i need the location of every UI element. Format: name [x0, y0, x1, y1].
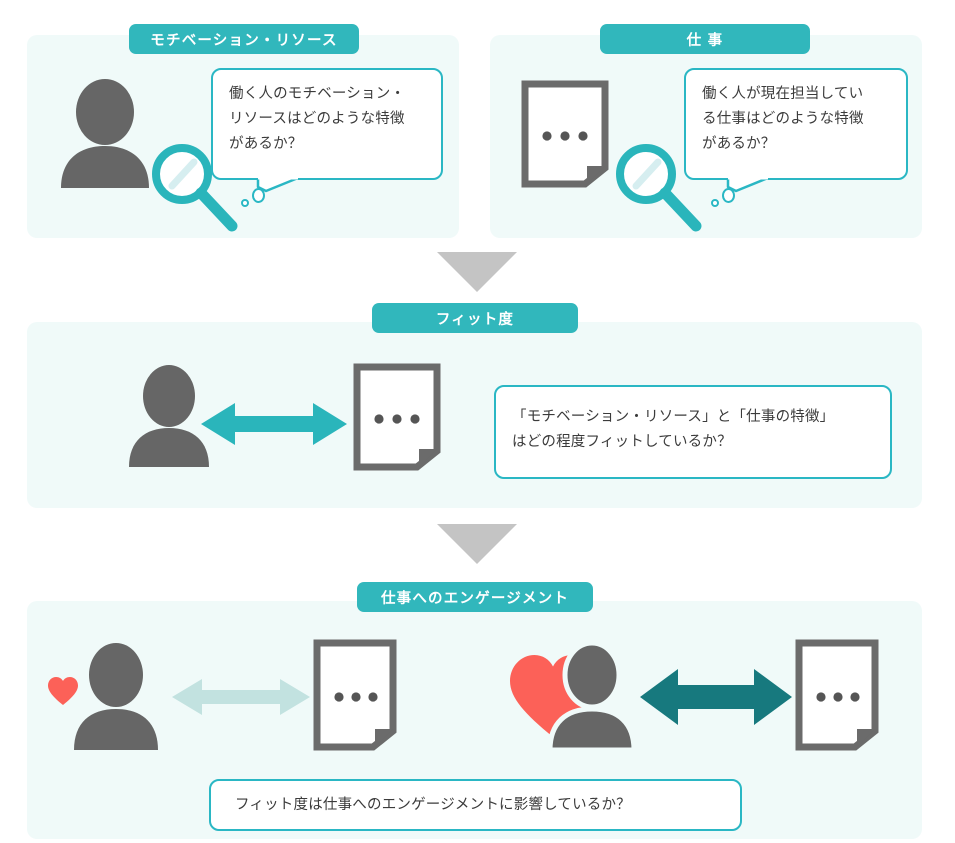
bubble-work: 働く人が現在担当してい る仕事はどのような特徴 があるか？	[684, 68, 908, 180]
person-icon	[70, 642, 162, 750]
bubble-tail-dot-large	[722, 188, 735, 203]
bubble-tail-dot-small	[241, 199, 249, 207]
bubble-fit: 「モチベーション・リソース」と「仕事の特徴」 はどの程度フィットしているか？	[494, 385, 892, 479]
badge-motivation-resource: モチベーション・リソース	[129, 24, 359, 54]
person-icon	[125, 365, 213, 467]
double-arrow-icon-light	[172, 674, 310, 720]
document-icon	[795, 639, 879, 751]
chevron-down-icon	[437, 252, 517, 292]
badge-work-engagement: 仕事へのエンゲージメント	[357, 582, 593, 612]
person-icon	[57, 78, 153, 188]
bubble-line: 働く人が現在担当してい	[702, 86, 864, 102]
bubble-line: リソースはどのような特徴	[229, 110, 405, 127]
bubble-motivation-resource: 働く人のモチベーション・ リソースはどのような特徴 があるか？	[211, 68, 443, 180]
person-icon	[546, 640, 638, 753]
bubble-tail-dot-large	[252, 188, 265, 203]
bubble-line: 働く人のモチベーション・	[229, 86, 406, 102]
magnifier-icon	[148, 140, 244, 236]
bubble-line: があるか？	[702, 135, 776, 152]
badge-fit: フィット度	[372, 303, 578, 333]
small-heart-icon	[46, 675, 80, 707]
bubble-line: 「モチベーション・リソース」と「仕事の特徴」	[512, 409, 835, 425]
bubble-line: があるか？	[229, 135, 303, 152]
bubble-line: フィット度は仕事へのエンゲージメントに影響しているか？	[235, 796, 631, 813]
badge-work: 仕 事	[600, 24, 810, 54]
double-arrow-icon-dark	[640, 662, 792, 732]
bubble-line: はどの程度フィットしているか？	[512, 433, 732, 450]
double-arrow-icon	[201, 397, 347, 451]
document-icon	[521, 80, 609, 188]
chevron-down-icon	[437, 524, 517, 564]
magnifier-icon	[612, 140, 708, 236]
bubble-line: る仕事はどのような特徴	[702, 110, 864, 127]
document-icon	[353, 363, 441, 471]
document-icon	[313, 639, 397, 751]
bubble-work-engagement: フィット度は仕事へのエンゲージメントに影響しているか？	[209, 779, 742, 831]
bubble-tail-dot-small	[711, 199, 719, 207]
